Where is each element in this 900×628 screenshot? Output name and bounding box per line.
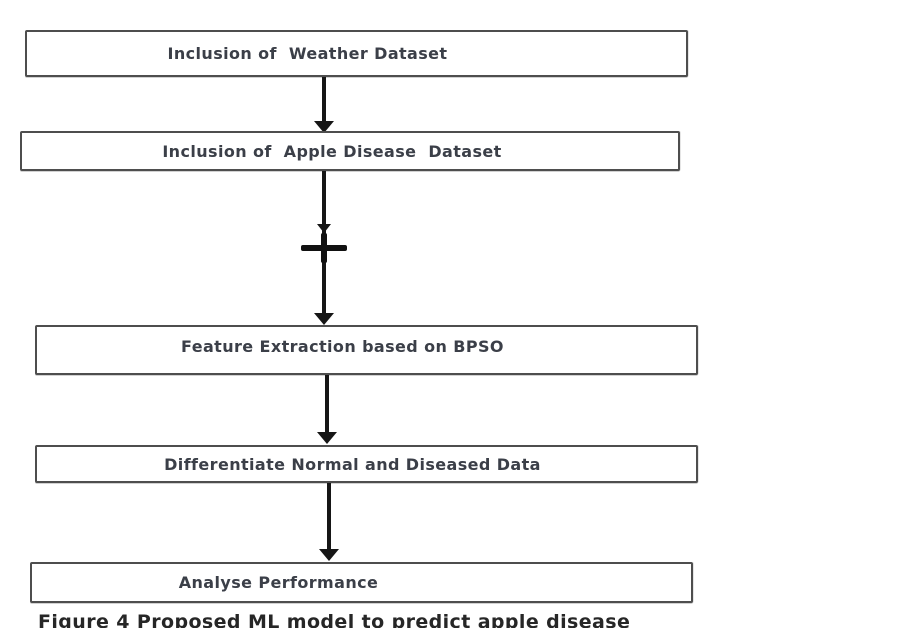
arrow-feature-to-differentiate xyxy=(325,375,329,433)
arrowhead-down-icon xyxy=(314,121,334,133)
flow-node-feature-extraction: Feature Extraction based on BPSO xyxy=(35,325,698,375)
flow-node-label: Feature Extraction based on BPSO xyxy=(181,336,504,356)
flow-node-weather-dataset: Inclusion of Weather Dataset xyxy=(25,30,688,77)
flow-node-label: Analyse Performance xyxy=(178,573,379,592)
arrow-differentiate-to-analyse xyxy=(327,483,331,550)
arrowhead-down-icon xyxy=(317,432,337,444)
arrowhead-down-icon xyxy=(317,224,331,233)
flow-node-label: Differentiate Normal and Diseased Data xyxy=(164,454,541,474)
figure-caption: Figure 4 Proposed ML model to predict ap… xyxy=(38,611,631,628)
flow-node-label: Inclusion of Weather Dataset xyxy=(167,44,448,63)
flow-node-apple-disease-dataset: Inclusion of Apple Disease Dataset xyxy=(20,131,680,171)
plus-junction-icon xyxy=(301,245,347,251)
arrowhead-down-icon xyxy=(314,313,334,325)
flow-node-label: Inclusion of Apple Disease Dataset xyxy=(162,141,502,161)
arrow-weather-to-apple xyxy=(322,77,326,123)
flow-node-differentiate-data: Differentiate Normal and Diseased Data xyxy=(35,445,698,483)
flow-node-analyse-performance: Analyse Performance xyxy=(30,562,693,603)
arrowhead-down-icon xyxy=(319,549,339,561)
